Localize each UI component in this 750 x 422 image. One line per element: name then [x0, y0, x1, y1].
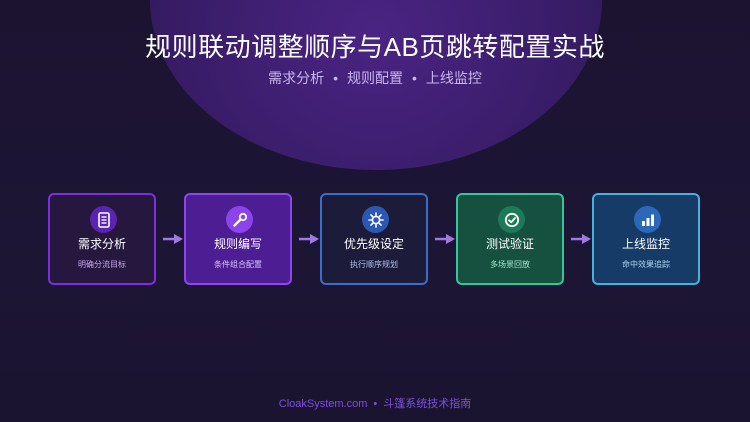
step-label: 优先级设定 [343, 237, 404, 251]
subtitle-separator: • [333, 70, 338, 86]
arrow-right-icon [435, 234, 455, 244]
step-card-rule-writing[interactable]: 规则编写 条件组合配置 [184, 193, 292, 285]
step-description: 明确分流目标 [78, 260, 126, 269]
step-label: 规则编写 [213, 237, 262, 251]
step-label: 上线监控 [621, 237, 670, 251]
subtitle-item-analysis: 需求分析 [268, 70, 325, 86]
step-label: 需求分析 [77, 237, 126, 251]
step-description: 多场景回放 [490, 260, 530, 269]
page-subtitle: 需求分析 • 规则配置 • 上线监控 [0, 68, 750, 88]
step-label: 测试验证 [485, 237, 534, 251]
footer-site-link[interactable]: CloakSystem.com [278, 398, 368, 410]
step-card-monitoring[interactable]: 上线监控 命中效果追踪 [592, 193, 700, 285]
process-flow: 需求分析 明确分流目标 规则编写 条件组合配置 [0, 193, 750, 289]
footer-separator: • [373, 398, 378, 410]
arrow-right-icon [571, 234, 591, 244]
step-card-testing[interactable]: 测试验证 多场景回放 [456, 193, 564, 285]
document-list-icon [90, 206, 117, 233]
step-card-requirements[interactable]: 需求分析 明确分流目标 [48, 193, 156, 285]
page-title: 规则联动调整顺序与AB页跳转配置实战 [145, 32, 605, 62]
subtitle-separator: • [412, 70, 417, 86]
step-description: 命中效果追踪 [622, 260, 670, 269]
wrench-icon [226, 206, 253, 233]
arrow-right-icon [163, 234, 183, 244]
footer-guide-text: 斗篷系统技术指南 [383, 398, 472, 410]
step-description: 条件组合配置 [214, 260, 262, 269]
footer: CloakSystem.com • 斗篷系统技术指南 [0, 395, 750, 411]
bar-chart-icon [634, 206, 661, 233]
subtitle-item-monitor: 上线监控 [425, 70, 482, 86]
check-circle-icon [498, 206, 525, 233]
step-card-priority[interactable]: 优先级设定 执行顺序规划 [320, 193, 428, 285]
subtitle-item-config: 规则配置 [347, 70, 403, 86]
step-description: 执行顺序规划 [350, 260, 398, 269]
arrow-right-icon [299, 234, 319, 244]
gear-icon [362, 206, 389, 233]
